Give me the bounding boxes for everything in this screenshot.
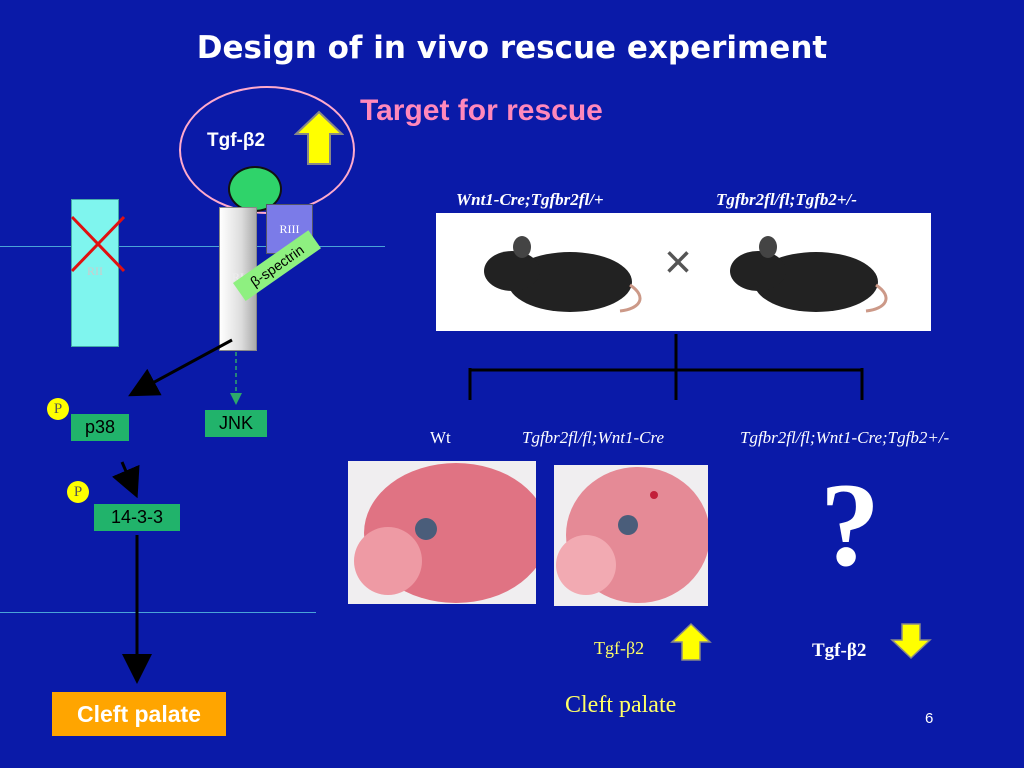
outcome-box: Cleft palate <box>52 692 226 736</box>
parent1-genotype: Wnt1-Cre;Tgfbr2fl/+ <box>456 190 604 209</box>
mutant-phenotype-label: Cleft palate <box>565 692 677 718</box>
offspring-mutant-label: Tgfbr2fl/fl;Wnt1-Cre <box>522 428 664 447</box>
mouse-icon <box>730 236 888 313</box>
unknown-outcome: ? <box>820 458 880 591</box>
ligand-label: Tgf-β2 <box>207 130 266 151</box>
arrow-up-icon <box>294 110 344 165</box>
mouse-icon <box>484 236 642 313</box>
rescue-tgf-label: Tgf-β2 <box>812 640 867 661</box>
mutant-tgf-label: Tgf-β2 <box>594 638 645 658</box>
cross-out-icon <box>70 215 126 273</box>
receptor-ii-label: RII <box>87 264 103 278</box>
target-label: Target for rescue <box>360 94 603 127</box>
mice-panel: × <box>436 213 931 331</box>
phospho-badge: P <box>47 398 69 420</box>
embryo-wt-image <box>348 461 536 604</box>
slide-title: Design of in vivo rescue experiment <box>196 30 828 66</box>
arrow-up-icon <box>670 622 712 661</box>
embryo-mutant-image <box>554 465 708 606</box>
arrow-down-icon <box>890 623 932 660</box>
pathway-arrows <box>111 338 242 684</box>
offspring-wt-label: Wt <box>430 428 451 447</box>
phospho-badge: P <box>67 481 89 503</box>
page-number: 6 <box>925 710 934 727</box>
offspring-rescue-label: Tgfbr2fl/fl;Wnt1-Cre;Tgfb2+/- <box>740 428 950 447</box>
pedigree-lines <box>468 334 864 400</box>
parent2-genotype: Tgfbr2fl/fl;Tgfb2+/- <box>716 190 857 209</box>
nuclear-line <box>0 612 316 613</box>
jnk-tag: JNK <box>205 410 267 437</box>
membrane-line <box>0 246 385 247</box>
protein-1433-tag: 14-3-3 <box>94 504 180 531</box>
cross-symbol: × <box>664 236 693 289</box>
p38-tag: p38 <box>71 414 129 441</box>
